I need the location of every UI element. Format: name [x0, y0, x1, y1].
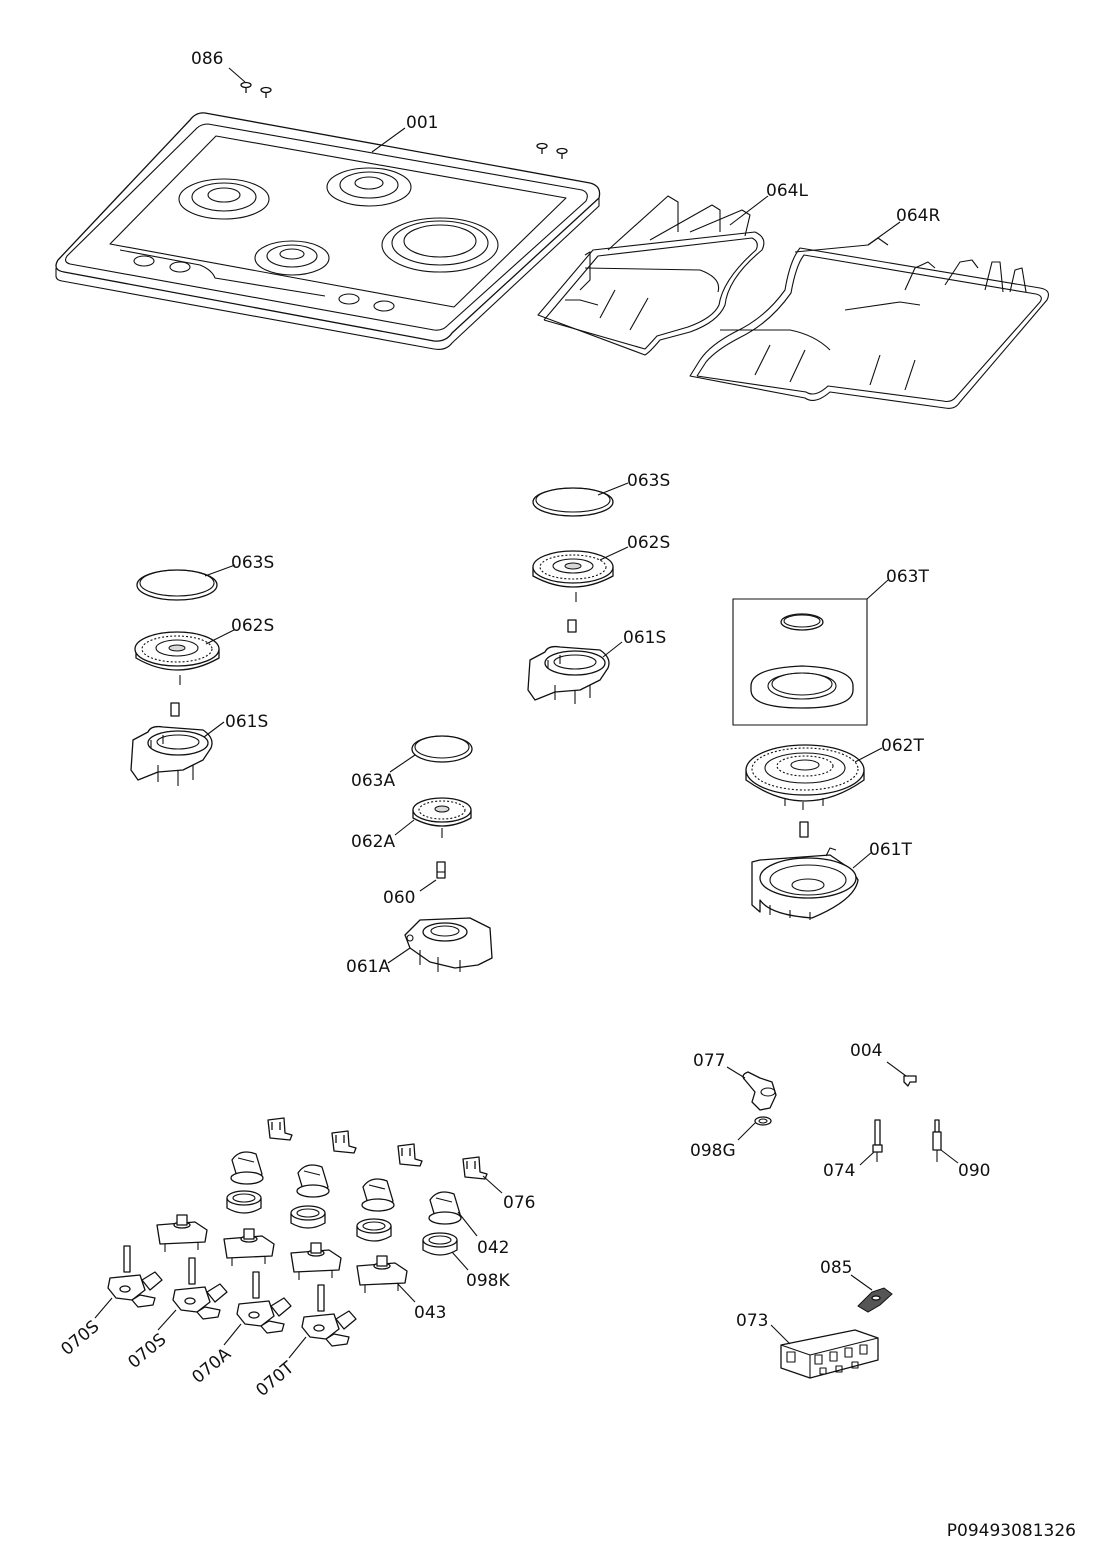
- diagram-reference-code: P09493081326: [947, 1521, 1076, 1541]
- label-085: 085: [820, 1258, 852, 1278]
- label-001: 001: [406, 113, 438, 133]
- label-063T: 063T: [886, 567, 929, 587]
- part-042-control-knobs: [230, 1151, 478, 1237]
- label-077: 077: [693, 1051, 725, 1071]
- part-090-spark-plug: [932, 1119, 959, 1164]
- part-062S-crown-center: [532, 546, 629, 602]
- label-060: 060: [383, 888, 415, 908]
- label-064R: 064R: [896, 206, 940, 226]
- label-063A: 063A: [351, 771, 395, 791]
- label-070S-2: 070S: [124, 1330, 170, 1373]
- part-073-spark-generator: [770, 1324, 879, 1379]
- part-061T-triple-base: [751, 821, 873, 920]
- part-001-hob-top: [55, 112, 601, 350]
- label-070S-1: 070S: [57, 1317, 103, 1360]
- part-098G-seal: [737, 1116, 772, 1141]
- part-062T-triple-crown: [745, 744, 883, 810]
- part-077-gas-elbow: [726, 1066, 777, 1111]
- part-070-gas-valves: [94, 1245, 357, 1359]
- label-074: 074: [823, 1161, 855, 1181]
- part-063S-cap-left: [136, 564, 236, 601]
- label-062A: 062A: [351, 832, 395, 852]
- label-098K: 098K: [466, 1271, 510, 1291]
- label-061A: 061A: [346, 957, 390, 977]
- part-074-thermocouple: [859, 1119, 883, 1166]
- part-076-knob-clips: [267, 1117, 503, 1194]
- label-061S-left: 061S: [225, 712, 268, 732]
- label-061S-top: 061S: [623, 628, 666, 648]
- label-090: 090: [958, 1161, 990, 1181]
- label-064L: 064L: [766, 181, 808, 201]
- part-061S-base-center: [527, 619, 623, 704]
- label-063S-left: 063S: [231, 553, 274, 573]
- label-062S-left: 062S: [231, 616, 274, 636]
- part-043-valve-brackets: [156, 1214, 416, 1303]
- label-063S-top: 063S: [627, 471, 670, 491]
- part-061A-base-auxiliary: [387, 917, 493, 972]
- part-063A-cap-auxiliary: [389, 735, 473, 773]
- part-060-injector: [419, 861, 446, 892]
- label-043: 043: [414, 1303, 446, 1323]
- label-073: 073: [736, 1311, 768, 1331]
- part-063S-cap-center: [532, 482, 629, 517]
- label-004: 004: [850, 1041, 882, 1061]
- part-063T-triple-crown-caps: [732, 579, 889, 726]
- part-062S-crown-left: [134, 629, 235, 685]
- part-098K-knob-rings: [226, 1190, 469, 1271]
- label-061T: 061T: [869, 840, 912, 860]
- label-086: 086: [191, 49, 223, 69]
- label-062T: 062T: [881, 736, 924, 756]
- part-061S-base-left: [130, 702, 225, 786]
- label-070T: 070T: [252, 1358, 298, 1401]
- part-064R-pan-support: [689, 221, 1049, 409]
- part-085-generator-bracket: [850, 1274, 893, 1313]
- part-086-screws: [228, 67, 568, 159]
- label-062S-top: 062S: [627, 533, 670, 553]
- label-042: 042: [477, 1238, 509, 1258]
- part-004-clip: [886, 1061, 917, 1087]
- part-062A-crown-auxiliary: [394, 797, 472, 838]
- part-064L-pan-support: [537, 195, 769, 356]
- label-098G: 098G: [690, 1141, 736, 1161]
- label-076: 076: [503, 1193, 535, 1213]
- label-070A: 070A: [188, 1344, 235, 1388]
